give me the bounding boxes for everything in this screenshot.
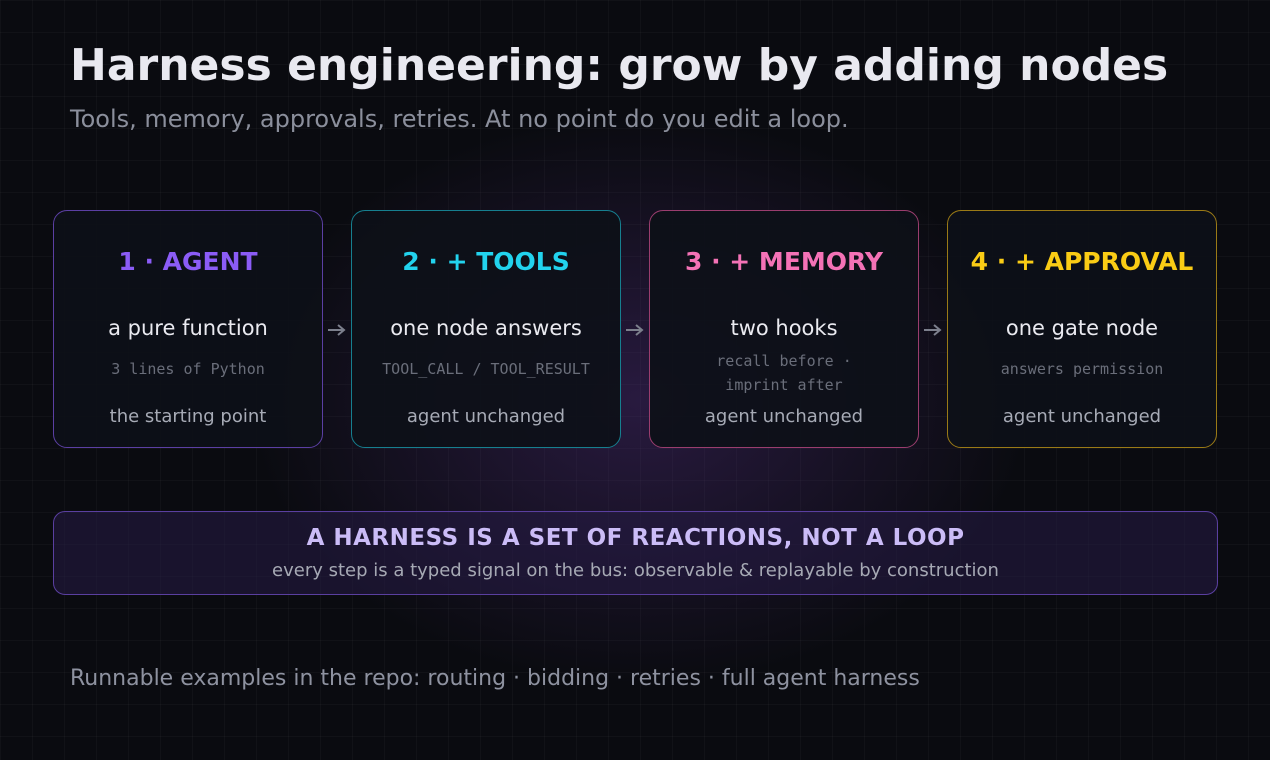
- stage-title: 2 · + TOOLS: [402, 247, 570, 276]
- stage-title: 4 · + APPROVAL: [970, 247, 1194, 276]
- banner-title: A HARNESS IS A SET OF REACTIONS, NOT A L…: [306, 525, 965, 551]
- stage-title: 3 · + MEMORY: [684, 247, 884, 276]
- stage-code-note: recall before · imprint after: [716, 352, 852, 394]
- stage-description: a pure function: [108, 316, 268, 340]
- stage-description: two hooks: [730, 316, 838, 340]
- arrow-right-icon: [328, 324, 346, 336]
- stage-footnote: agent unchanged: [1002, 406, 1162, 427]
- stage-footnote: agent unchanged: [704, 406, 864, 427]
- stage-title: 1 · AGENT: [118, 247, 258, 276]
- arrow-right-icon: [924, 324, 942, 336]
- stage-code-note: answers permission: [1000, 360, 1164, 378]
- stage-footnote: the starting point: [109, 406, 267, 427]
- stage-code-note: TOOL_CALL / TOOL_RESULT: [382, 360, 590, 378]
- stage-card-tools: 2 · + TOOLS one node answers TOOL_CALL /…: [351, 210, 621, 448]
- stage-description: one node answers: [390, 316, 582, 340]
- footer-note: Runnable examples in the repo: routing ·…: [70, 666, 920, 691]
- stage-code-note: 3 lines of Python: [111, 360, 265, 378]
- stage-card-memory: 3 · + MEMORY two hooks recall before · i…: [649, 210, 919, 448]
- page-title: Harness engineering: grow by adding node…: [70, 40, 1169, 91]
- arrow-right-icon: [626, 324, 644, 336]
- page-subtitle: Tools, memory, approvals, retries. At no…: [70, 105, 849, 133]
- stage-card-agent: 1 · AGENT a pure function 3 lines of Pyt…: [53, 210, 323, 448]
- stage-footnote: agent unchanged: [406, 406, 566, 427]
- summary-banner: A HARNESS IS A SET OF REACTIONS, NOT A L…: [53, 511, 1218, 595]
- stage-card-approval: 4 · + APPROVAL one gate node answers per…: [947, 210, 1217, 448]
- stage-description: one gate node: [1005, 316, 1159, 340]
- banner-subtitle: every step is a typed signal on the bus:…: [272, 560, 999, 581]
